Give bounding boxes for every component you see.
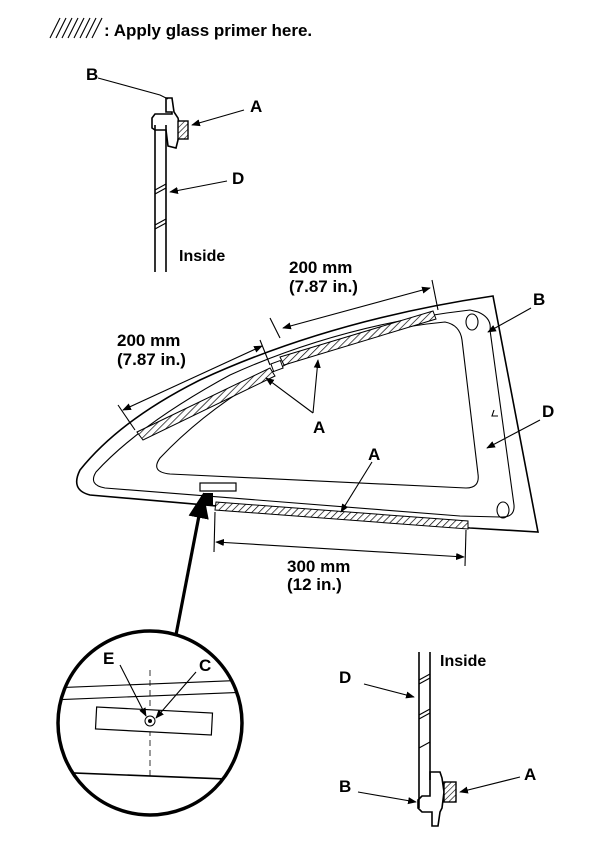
bottom-cross-section: Inside D A B <box>339 652 536 827</box>
detail-label-c: C <box>199 656 211 675</box>
dim-upper-rear-mm: 200 mm <box>289 258 352 277</box>
top-label-b: B <box>86 65 98 84</box>
main-label-d: D <box>542 402 554 421</box>
dim-upper-front-mm: 200 mm <box>117 331 180 350</box>
bottom-label-b: B <box>339 777 351 796</box>
dim-bottom-mm: 300 mm <box>287 557 350 576</box>
legend-text: : Apply glass primer here. <box>104 21 312 40</box>
dim-upper-rear: 200 mm (7.87 in.) <box>269 258 439 339</box>
top-label-inside: Inside <box>179 248 225 265</box>
main-label-a-bottom: A <box>368 445 380 464</box>
dim-bottom-in: (12 in.) <box>287 575 342 594</box>
bottom-label-d: D <box>339 668 351 687</box>
bottom-label-a: A <box>524 765 536 784</box>
top-label-a: A <box>250 97 262 116</box>
top-label-d: D <box>232 169 244 188</box>
top-cross-section: B A D Inside <box>86 65 262 272</box>
bottom-label-inside: Inside <box>440 653 486 670</box>
dim-upper-front: 200 mm (7.87 in.) <box>117 331 271 431</box>
legend-hatch-swatch <box>49 17 103 39</box>
legend: : Apply glass primer here. <box>49 17 312 40</box>
detail-magnifier: E C <box>56 629 244 817</box>
detail-label-e: E <box>103 649 114 668</box>
main-label-b: B <box>533 290 545 309</box>
detail-leader <box>173 492 209 641</box>
main-label-a-top: A <box>313 418 325 437</box>
dim-upper-rear-in: (7.87 in.) <box>289 277 358 296</box>
main-callouts: A A B D <box>265 290 554 513</box>
dim-upper-front-in: (7.87 in.) <box>117 350 186 369</box>
dim-bottom: 300 mm (12 in.) <box>213 511 467 594</box>
